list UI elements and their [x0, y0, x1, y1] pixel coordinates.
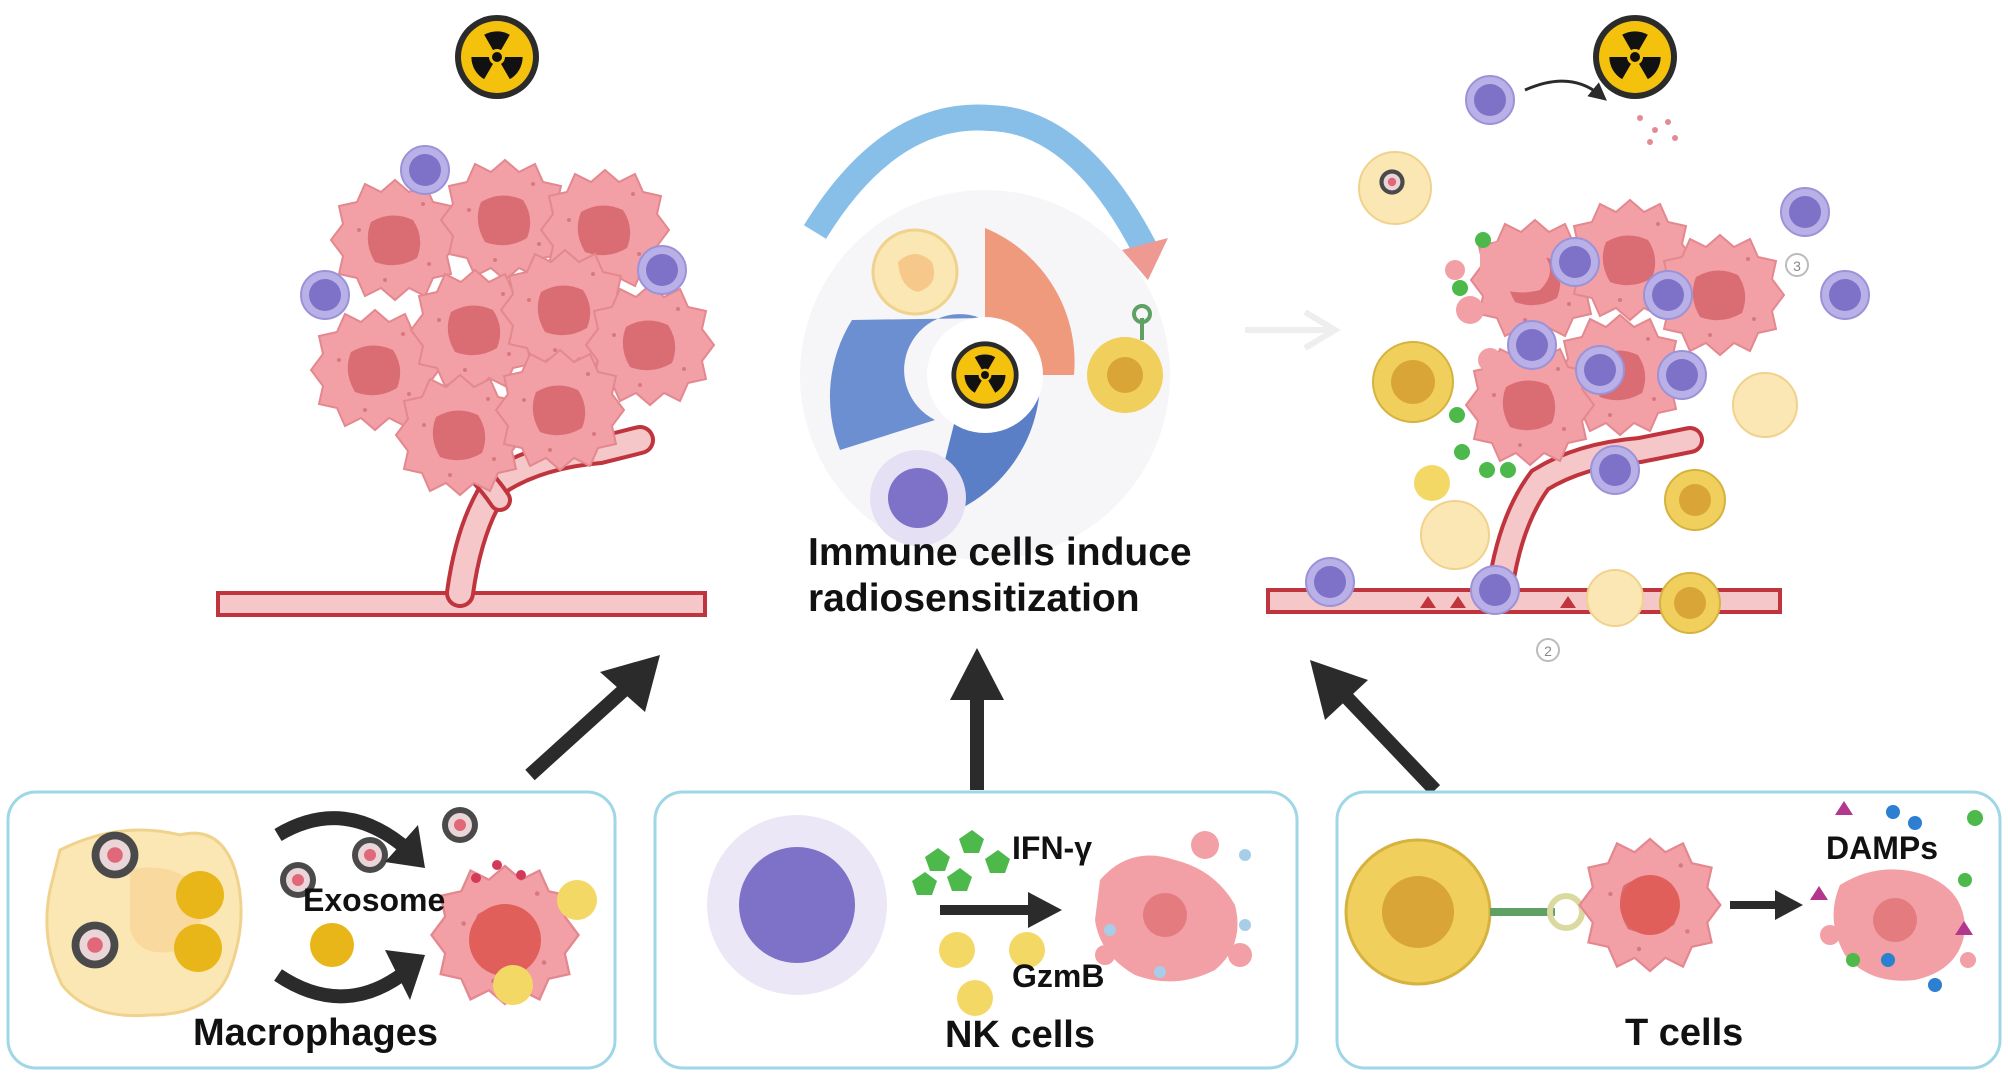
ifn-pentagons-right: [1449, 232, 1516, 478]
radiation-icon-right: [1593, 15, 1677, 99]
macrophages-label: Macrophages: [193, 1012, 438, 1054]
exosome-label: Exosome: [303, 882, 446, 918]
step-2-label: 2: [1544, 643, 1552, 659]
connector-arrows: [525, 648, 1441, 795]
step-3-marker: [1785, 253, 1809, 277]
nk-cells-label: NK cells: [945, 1014, 1095, 1056]
damaged-tumor-cluster: [1445, 199, 1785, 466]
cycle-arrow: [803, 104, 1160, 261]
step-2-marker: [1536, 638, 1560, 662]
debris-dots: [1637, 115, 1678, 145]
cycle-arrow-head: [1122, 238, 1168, 280]
center-title-line2: radiosensitization: [808, 577, 1140, 620]
exosome-vesicle: [310, 923, 354, 967]
tumor-before-radiation: [216, 15, 715, 617]
wheel-macrophage-cell: [871, 228, 959, 316]
wheel-segment-macrophage: [829, 314, 985, 450]
step-3-label: 3: [1793, 258, 1801, 274]
transition-arrow: [1245, 309, 1341, 351]
wheel-segment-tcell: [985, 228, 1075, 375]
wheel-t-cell: [1087, 304, 1163, 413]
t-cells-right: [1372, 341, 1726, 634]
ifn-gamma-label: IFN-γ: [1012, 830, 1092, 866]
nk-panel-content: [707, 815, 1252, 1016]
damaged-tumor-cell: [1820, 869, 1976, 981]
release-arrow: [1524, 79, 1607, 101]
target-tumor-fragments: [1095, 831, 1252, 982]
immune-wheel: [800, 104, 1170, 560]
macrophages-right: [1358, 151, 1798, 627]
tumor-after-radiation: 3 2: [1266, 15, 1870, 662]
center-radiation-icon: [951, 341, 1019, 409]
gzmb-label: GzmB: [1012, 958, 1105, 994]
ifn-pentagons: [912, 830, 1010, 895]
granzyme-dots: [939, 932, 1045, 1016]
wheel-nk-cell: [870, 450, 966, 546]
t-cells-label: T cells: [1625, 1012, 1744, 1054]
radiation-icon: [455, 15, 539, 99]
t-cell-panel-content: [1344, 801, 1983, 992]
damp-markers: [1810, 801, 1983, 992]
center-title-line1: Immune cells induce: [808, 531, 1192, 574]
macrophages-panel-content: [45, 807, 597, 1018]
damps-label: DAMPs: [1826, 830, 1939, 866]
center-title: Immune cells induce radiosensitization: [808, 530, 1192, 622]
